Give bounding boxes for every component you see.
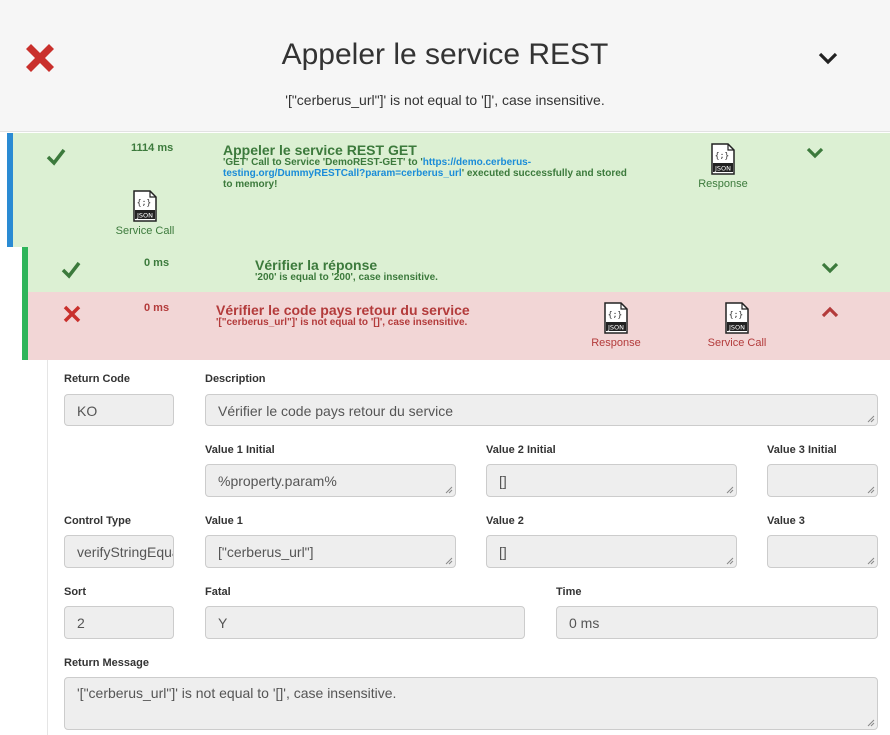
step-duration: 1114 ms	[131, 142, 174, 154]
resize-grip-icon[interactable]	[445, 557, 453, 565]
action-message: '["cerberus_url"]' is not equal to '[]',…	[285, 92, 605, 108]
value2-label: Value 2	[486, 515, 524, 527]
value3-initial-field[interactable]	[767, 464, 878, 497]
control-type-field[interactable]: verifyStringEqual	[64, 535, 174, 568]
step-duration: 0 ms	[144, 302, 170, 314]
return-message-field[interactable]: '["cerberus_url"]' is not equal to '[]',…	[64, 677, 878, 730]
return-message-label: Return Message	[64, 657, 149, 669]
value1-field[interactable]: ["cerberus_url"]	[205, 535, 456, 568]
file-label: Response	[698, 178, 748, 190]
svg-text:JSON: JSON	[714, 165, 731, 173]
description-field[interactable]: Vérifier le code pays retour du service	[205, 394, 878, 426]
step-description: '["cerberus_url"]' is not equal to '[]',…	[216, 317, 468, 328]
file-label: Response	[591, 337, 641, 349]
step-title: Vérifier la réponse	[255, 257, 378, 273]
check-icon	[46, 148, 66, 166]
step-row-rest-call[interactable]: 1114 ms Appeler le service REST GET 'GET…	[7, 133, 890, 247]
value3-field[interactable]	[767, 535, 878, 568]
return-code-label: Return Code	[64, 373, 130, 385]
step-description: 'GET' Call to Service 'DemoREST-GET' to …	[223, 157, 627, 190]
sort-field[interactable]: 2	[64, 606, 174, 639]
x-icon	[26, 44, 54, 72]
response-file[interactable]: {;} JSON Response	[582, 302, 650, 349]
step-description: '200' is equal to '200', case insensitiv…	[255, 272, 438, 283]
resize-grip-icon[interactable]	[867, 415, 875, 423]
value2-initial-label: Value 2 Initial	[486, 444, 556, 456]
value1-label: Value 1	[205, 515, 243, 527]
svg-text:{;}: {;}	[137, 198, 151, 207]
value1-initial-field[interactable]: %property.param%	[205, 464, 456, 497]
control-detail-panel: Return Code KO Description Vérifier le c…	[47, 360, 890, 735]
chevron-up-icon[interactable]	[821, 305, 839, 319]
time-field[interactable]: 0 ms	[556, 606, 878, 639]
json-file-icon: {;} JSON	[725, 302, 749, 334]
chevron-down-icon[interactable]	[818, 50, 838, 66]
json-file-icon: {;} JSON	[133, 190, 157, 222]
step-duration: 0 ms	[144, 257, 170, 269]
value3-label: Value 3	[767, 515, 805, 527]
chevron-down-icon[interactable]	[821, 261, 839, 275]
service-url-link[interactable]: https://demo.cerberus-testing.org/DummyR…	[223, 157, 532, 179]
service-call-file[interactable]: {;} JSON Service Call	[105, 190, 185, 237]
step-title: Appeler le service REST GET	[223, 142, 417, 158]
value2-field[interactable]: []	[486, 535, 737, 568]
resize-grip-icon[interactable]	[726, 557, 734, 565]
resize-grip-icon[interactable]	[867, 719, 875, 727]
svg-text:JSON: JSON	[136, 212, 153, 220]
svg-text:{;}: {;}	[608, 310, 622, 319]
resize-grip-icon[interactable]	[726, 486, 734, 494]
control-type-label: Control Type	[64, 515, 132, 527]
action-header: Appeler le service REST '["cerberus_url"…	[0, 0, 890, 132]
return-code-field[interactable]: KO	[64, 394, 174, 426]
svg-text:{;}: {;}	[729, 310, 743, 319]
resize-grip-icon[interactable]	[867, 557, 875, 565]
fatal-label: Fatal	[205, 586, 231, 598]
service-call-file[interactable]: {;} JSON Service Call	[696, 302, 778, 349]
svg-text:{;}: {;}	[715, 151, 729, 160]
response-file[interactable]: {;} JSON Response	[691, 143, 755, 190]
json-file-icon: {;} JSON	[604, 302, 628, 334]
action-title: Appeler le service REST	[281, 38, 609, 71]
step-row-verify-response[interactable]: 0 ms Vérifier la réponse '200' is equal …	[22, 247, 890, 292]
sort-label: Sort	[64, 586, 86, 598]
resize-grip-icon[interactable]	[445, 486, 453, 494]
value3-initial-label: Value 3 Initial	[767, 444, 837, 456]
file-label: Service Call	[115, 225, 175, 237]
svg-text:JSON: JSON	[728, 324, 745, 332]
time-label: Time	[556, 586, 582, 598]
chevron-down-icon[interactable]	[806, 146, 824, 160]
step-title: Vérifier le code pays retour du service	[216, 302, 470, 318]
description-label: Description	[205, 373, 266, 385]
fatal-field[interactable]: Y	[205, 606, 525, 639]
svg-text:JSON: JSON	[607, 324, 624, 332]
value2-initial-field[interactable]: []	[486, 464, 737, 497]
file-label: Service Call	[707, 337, 767, 349]
check-icon	[61, 261, 81, 279]
resize-grip-icon[interactable]	[867, 486, 875, 494]
x-icon	[63, 305, 81, 323]
value1-initial-label: Value 1 Initial	[205, 444, 275, 456]
step-row-verify-country-code[interactable]: 0 ms Vérifier le code pays retour du ser…	[22, 292, 890, 360]
json-file-icon: {;} JSON	[711, 143, 735, 175]
